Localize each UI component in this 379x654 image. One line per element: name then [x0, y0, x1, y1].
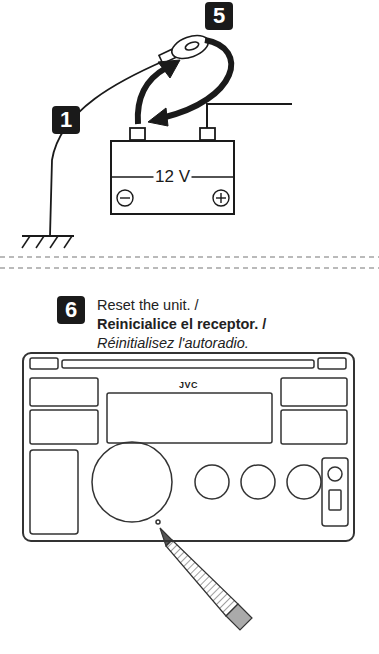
brand-logo: JVC — [179, 380, 198, 391]
battery-cable — [207, 104, 292, 128]
stereo-faceplate — [30, 450, 78, 534]
instruction-text: Reset the unit. / — [97, 296, 199, 315]
callout-number: 5 — [213, 4, 225, 28]
separator-line — [0, 257, 379, 268]
separator-line — [0, 256, 379, 257]
stereo-faceplate — [287, 465, 321, 499]
stereo-faceplate — [195, 465, 229, 499]
stereo-faceplate — [30, 358, 348, 534]
stereo-faceplate — [30, 378, 98, 406]
ground-symbol — [64, 236, 72, 248]
direction-arrow — [148, 108, 168, 126]
polarity-symbol — [213, 190, 229, 206]
ground-symbol — [50, 236, 58, 248]
instruction-text: Reinicialice el receptor. / — [97, 315, 266, 334]
stereo-faceplate — [281, 378, 347, 406]
instruction-text: Réinitialisez l'autoradio. — [97, 334, 249, 353]
ring-terminal — [159, 31, 211, 63]
battery: 12 V — [110, 140, 235, 215]
ground-symbol — [36, 236, 44, 248]
reset-pen — [160, 528, 252, 630]
ring-terminal — [169, 31, 212, 63]
stereo-faceplate — [107, 393, 272, 443]
stereo-faceplate — [30, 410, 98, 444]
ground-wire — [22, 60, 166, 236]
callout-number: 1 — [60, 108, 72, 132]
ground-symbol — [22, 236, 72, 248]
voltage-label: 12 V — [153, 167, 192, 187]
stereo-faceplate — [156, 520, 160, 524]
callout-number: 6 — [57, 296, 85, 324]
battery-terminal — [200, 128, 215, 140]
stereo-faceplate — [318, 358, 346, 369]
stereo-faceplate — [328, 467, 342, 481]
ground-wire — [50, 60, 166, 236]
separator-line — [0, 267, 379, 268]
reset-pen — [166, 540, 238, 616]
direction-arrow — [162, 40, 231, 118]
polarity-symbol — [117, 190, 133, 206]
direction-arrow — [158, 60, 180, 78]
callout-number: 6 — [65, 298, 77, 322]
reset-pen — [226, 604, 252, 630]
ground-symbol — [22, 236, 30, 248]
polarity-symbol — [220, 193, 221, 203]
polarity-symbol — [117, 190, 229, 206]
ring-terminal — [184, 40, 200, 51]
stereo-faceplate — [241, 465, 275, 499]
car-stereo: JVC — [22, 352, 355, 542]
battery-terminal — [130, 128, 145, 140]
stereo-faceplate — [329, 490, 341, 510]
stereo-faceplate — [92, 442, 172, 522]
direction-arrow — [138, 40, 231, 126]
stereo-faceplate — [322, 458, 348, 526]
callout-number: 1 — [52, 106, 80, 134]
battery-terminal — [130, 128, 215, 140]
polarity-symbol — [120, 197, 130, 198]
stereo-faceplate — [62, 360, 314, 368]
callout-number: 5 — [205, 2, 233, 30]
stereo-faceplate — [281, 410, 347, 444]
instruction-text: Reset the unit. /Reinicialice el recepto… — [97, 296, 365, 353]
stereo-faceplate — [30, 358, 58, 369]
